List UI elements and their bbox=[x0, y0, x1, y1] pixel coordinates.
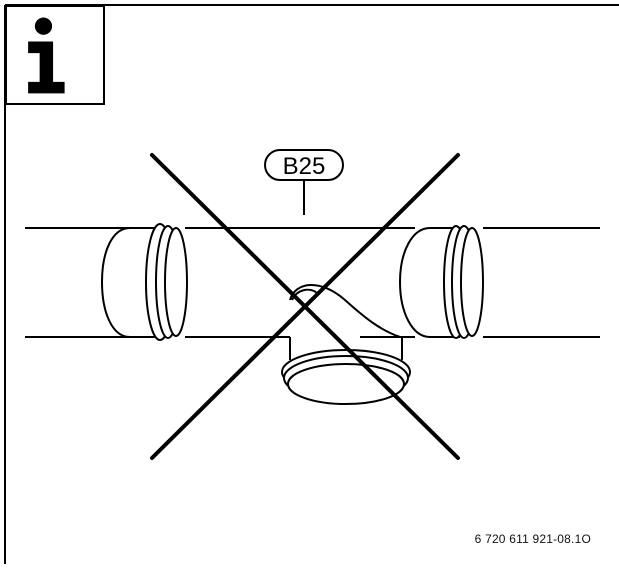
right-coupling bbox=[398, 225, 484, 339]
left-coupling bbox=[100, 223, 188, 341]
info-icon bbox=[28, 17, 65, 94]
part-callout: B25 bbox=[264, 149, 344, 215]
center-pipe bbox=[185, 227, 415, 338]
info-box bbox=[5, 5, 105, 105]
right-pipe bbox=[483, 227, 600, 338]
prohibition-cross bbox=[150, 153, 460, 460]
reference-code: 6 720 611 921-08.1O bbox=[474, 532, 591, 546]
left-pipe bbox=[25, 227, 130, 338]
part-label: B25 bbox=[283, 153, 326, 180]
tee-branch bbox=[281, 284, 411, 405]
